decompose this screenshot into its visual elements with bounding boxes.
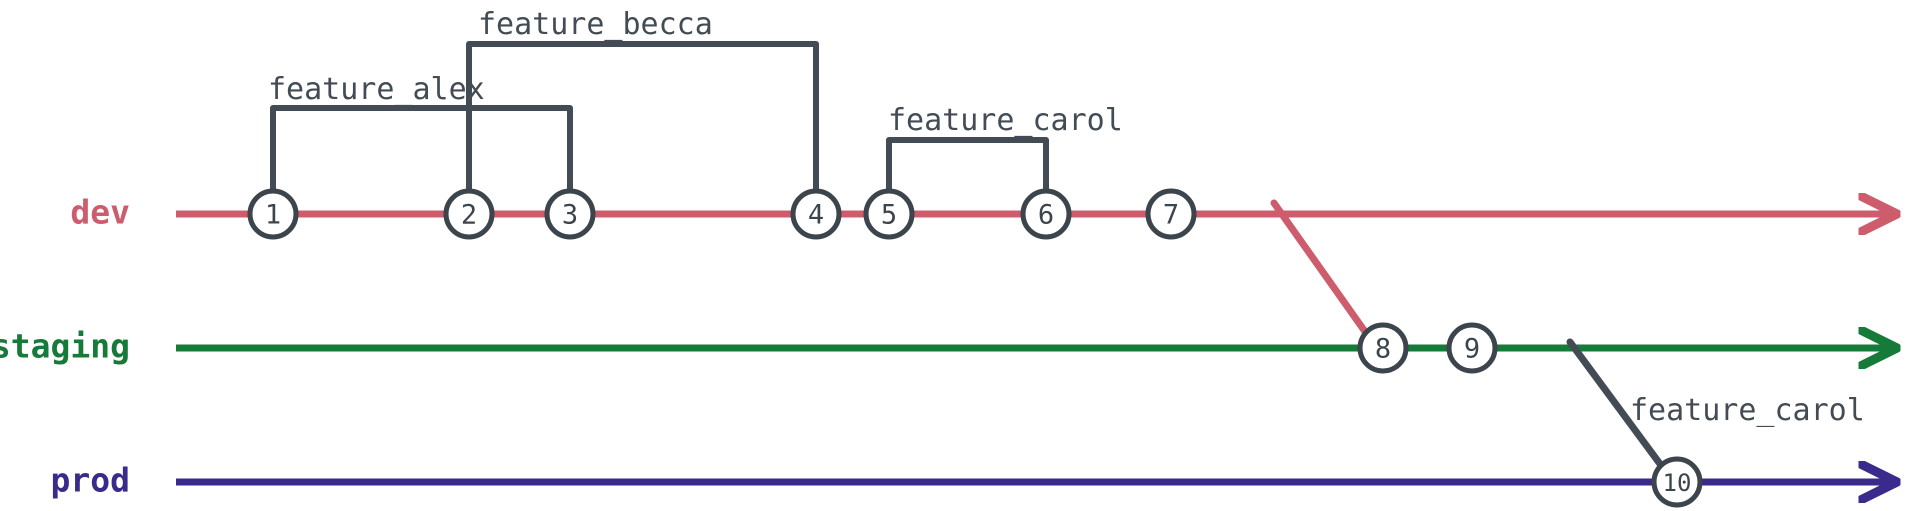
commit-circle-5 (863, 188, 915, 240)
commit-node-5[interactable]: 5 (863, 188, 915, 240)
feature-label-becca: feature_becca (478, 7, 713, 42)
feature-label-alex: feature_alex (268, 72, 485, 107)
feature-bracket-path-carol (886, 137, 1049, 195)
commit-node-10[interactable]: 10 (1651, 456, 1703, 508)
feature-bracket-path-becca (466, 41, 819, 195)
commit-node-1[interactable]: 1 (247, 188, 299, 240)
commit-circle-4 (790, 188, 842, 240)
merge-dev-to-staging[interactable] (1270, 199, 1370, 337)
commit-node-8[interactable]: 8 (1357, 322, 1409, 374)
commit-label-5: 5 (881, 200, 897, 231)
commit-circle-9 (1446, 322, 1498, 374)
commit-label-10: 10 (1663, 469, 1692, 497)
merge-label-feature-carol-prod: feature_carol (1630, 393, 1865, 428)
commit-circle-2 (443, 188, 495, 240)
branch-dev[interactable]: dev (70, 193, 1890, 232)
branch-prod[interactable]: prod (51, 461, 1890, 500)
commit-node-7[interactable]: 7 (1145, 188, 1197, 240)
commit-circle-10 (1651, 456, 1703, 508)
commit-label-4: 4 (808, 200, 824, 231)
feature-bracket-feature-becca[interactable]: feature_becca (466, 7, 819, 195)
commit-label-8: 8 (1375, 334, 1391, 365)
commit-label-6: 6 (1038, 200, 1054, 231)
commit-node-6[interactable]: 6 (1020, 188, 1072, 240)
commit-circle-3 (544, 188, 596, 240)
feature-brackets-group: feature_alex feature_becca feature_carol (268, 7, 1123, 195)
branch-lines-group: dev staging prod (0, 193, 1890, 500)
branch-staging[interactable]: staging (0, 327, 1890, 366)
branch-label-prod: prod (51, 461, 130, 500)
commit-label-3: 3 (562, 200, 578, 231)
feature-label-carol: feature_carol (888, 103, 1123, 138)
branch-label-staging: staging (0, 327, 130, 366)
merge-staging-to-prod[interactable] (1566, 338, 1667, 472)
commit-node-3[interactable]: 3 (544, 188, 596, 240)
commit-circle-7 (1145, 188, 1197, 240)
commit-label-2: 2 (461, 200, 477, 231)
feature-bracket-path-alex (270, 105, 573, 195)
commit-circle-6 (1020, 188, 1072, 240)
feature-bracket-feature-carol[interactable]: feature_carol (886, 103, 1123, 195)
commit-label-9: 9 (1464, 334, 1480, 365)
branch-label-dev: dev (70, 193, 130, 232)
commit-node-2[interactable]: 2 (443, 188, 495, 240)
merge-lines-group: feature_carol (1270, 199, 1865, 472)
commit-nodes-group: 1 2 3 4 5 6 (247, 188, 1703, 508)
feature-bracket-feature-alex[interactable]: feature_alex (268, 72, 573, 195)
commit-label-1: 1 (265, 200, 281, 231)
commit-circle-8 (1357, 322, 1409, 374)
commit-node-9[interactable]: 9 (1446, 322, 1498, 374)
commit-label-7: 7 (1163, 200, 1179, 231)
commit-node-4[interactable]: 4 (790, 188, 842, 240)
commit-circle-1 (247, 188, 299, 240)
